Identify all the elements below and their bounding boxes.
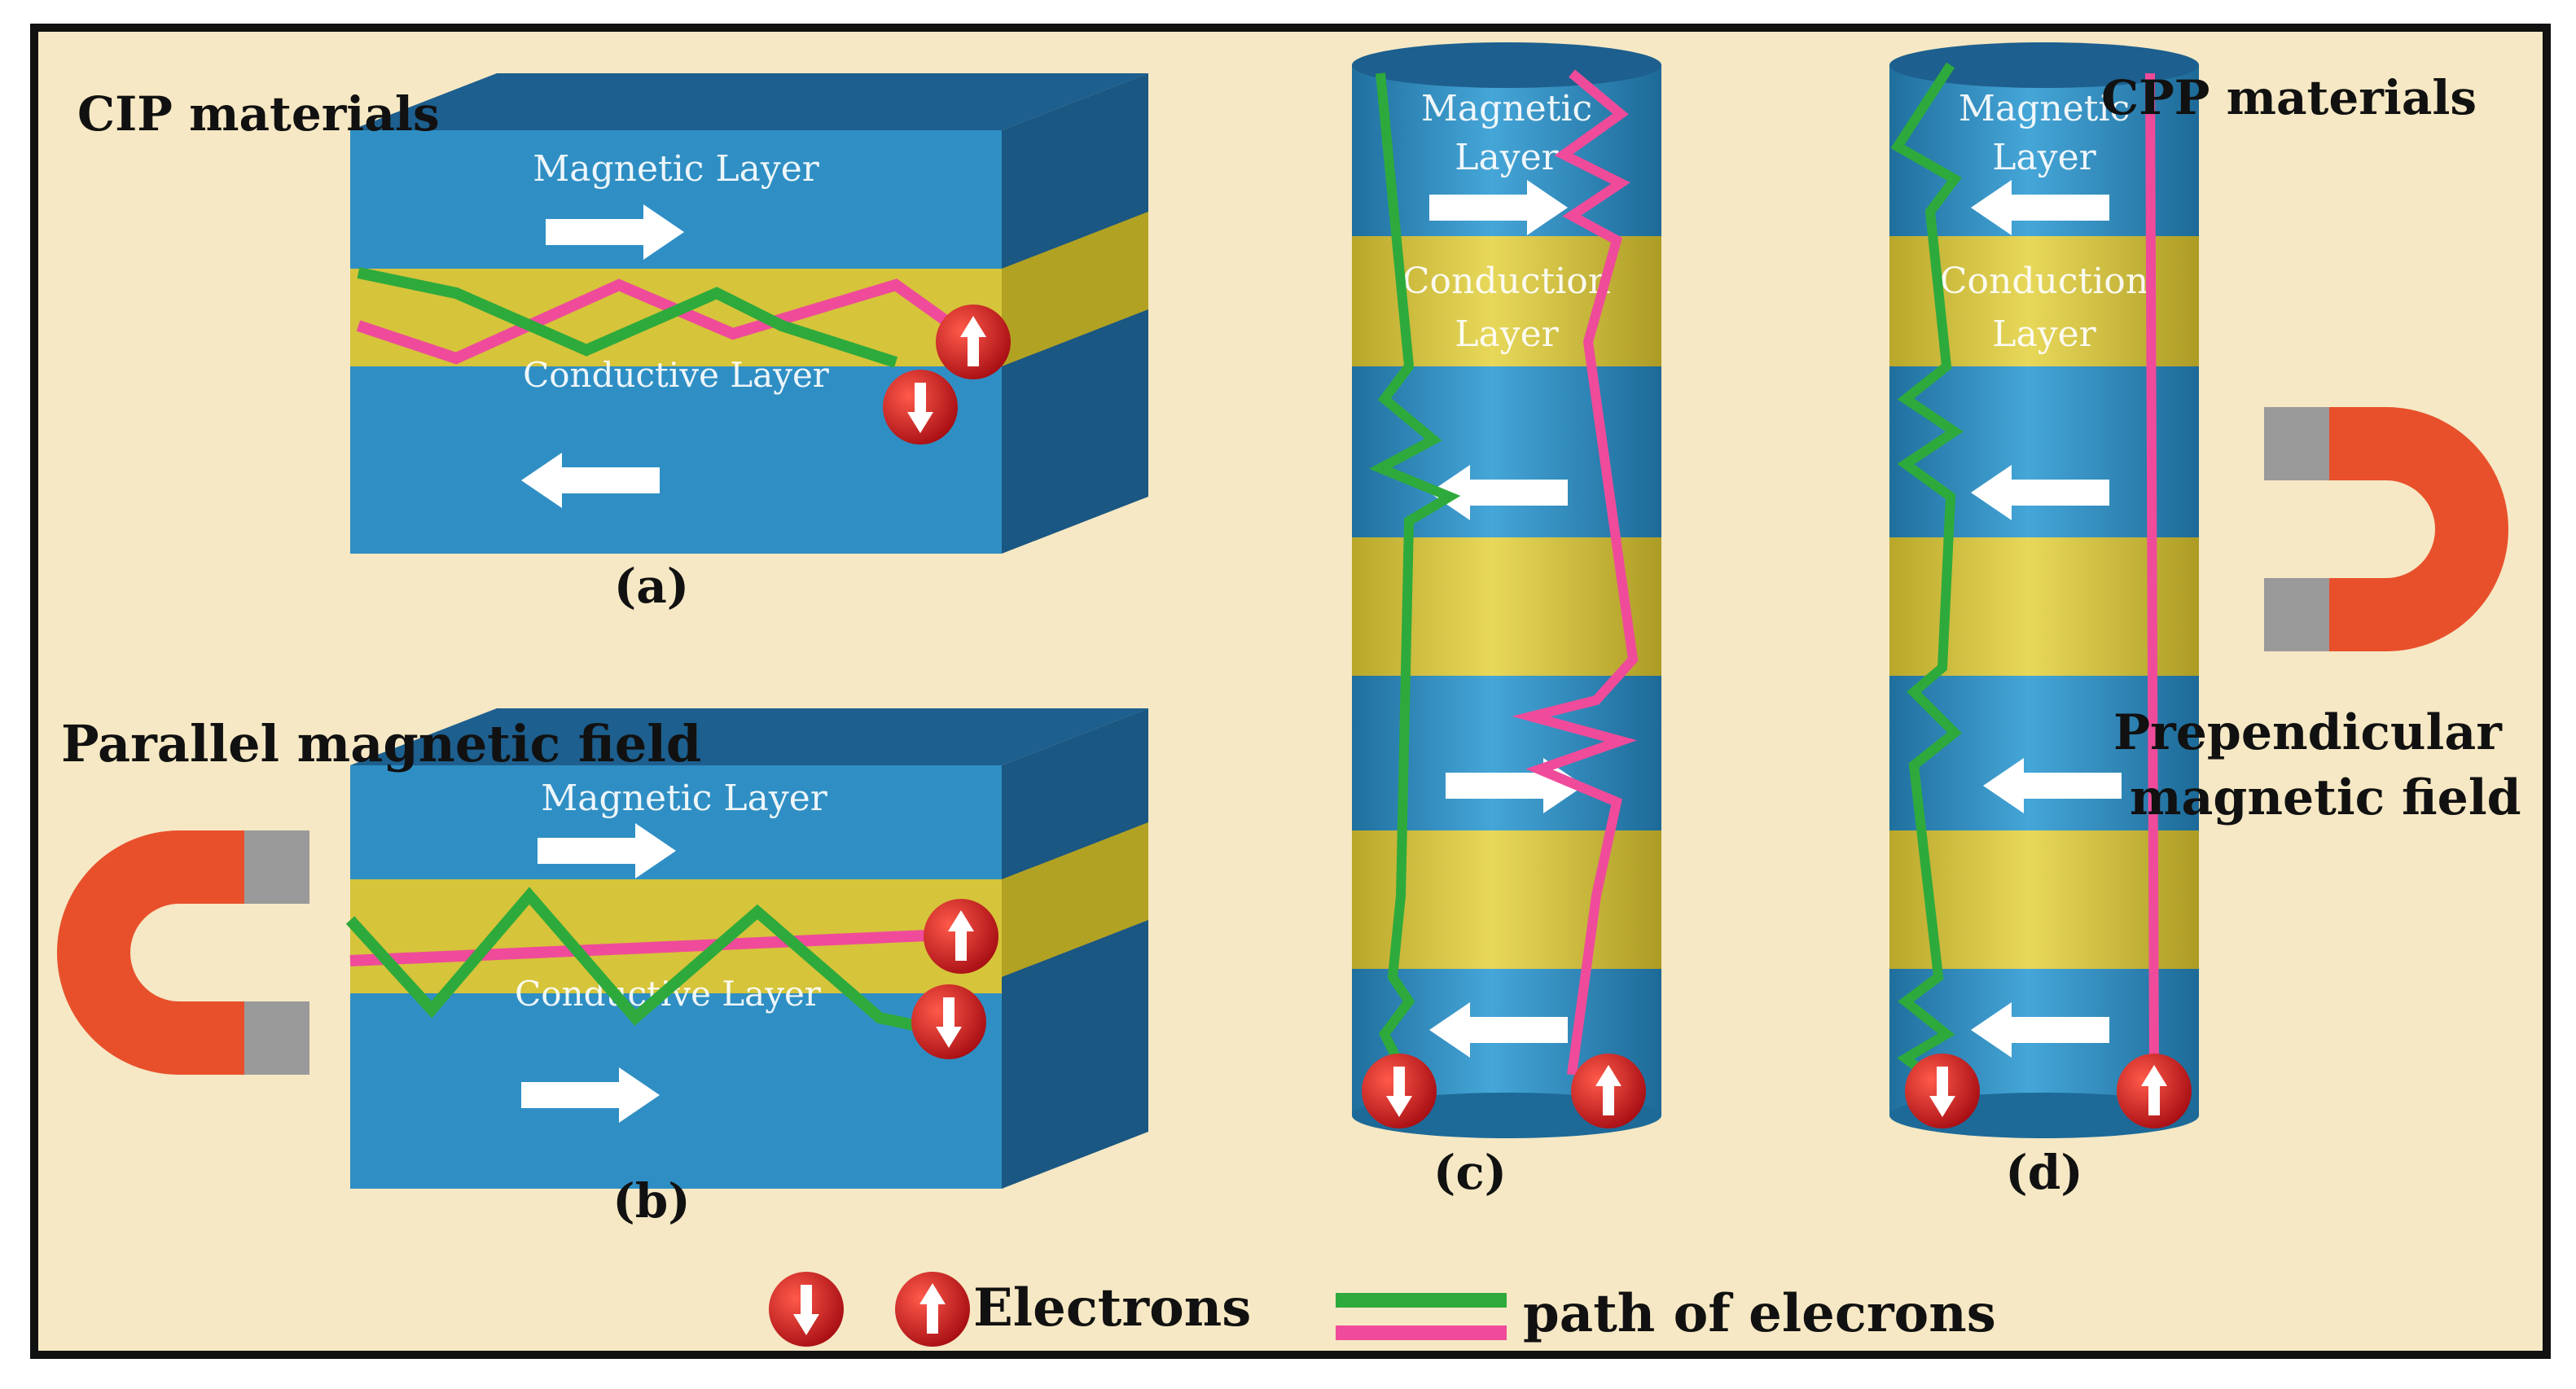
panel-d-electron-up-icon <box>2117 1054 2192 1128</box>
magnet-left-icon <box>57 830 309 1075</box>
panel-d-path-pink <box>2145 72 2159 1076</box>
panel-d-middle-label-line1: Conduction <box>1940 261 2148 302</box>
legend-electron-down-icon <box>769 1272 844 1347</box>
panel-a-path-pink <box>356 278 957 365</box>
panel-c-cylinder-top <box>1352 42 1661 88</box>
panel-c-top-label-line1: Magnetic <box>1421 88 1592 129</box>
panel-c-middle-label-line1: Conduction <box>1402 261 1611 302</box>
panel-b-electron-down-icon <box>911 984 986 1059</box>
panel-a: Magnetic Layer Conductive Layer (a) <box>350 73 1148 614</box>
panel-d-cylinder-top <box>1889 42 2199 88</box>
legend-green-line <box>1336 1293 1507 1308</box>
legend-electron-up-icon <box>895 1272 970 1347</box>
cip-title: CIP materials <box>77 86 440 142</box>
panel-a-path-green <box>357 267 898 368</box>
legend-pink-line <box>1336 1325 1507 1340</box>
panel-a-top-face <box>350 73 1148 130</box>
panel-d-electron-down-icon <box>1905 1054 1980 1128</box>
panel-d-top-label-line1: Magnetic <box>1959 88 2130 129</box>
panel-c: Magnetic Layer Conduction Layer (c) <box>1352 42 1661 1200</box>
panel-c-middle-label-line2: Layer <box>1455 313 1559 355</box>
panel-d-path-green <box>1890 62 1964 1087</box>
panel-d: Magnetic Layer Conduction Layer (d) <box>1889 42 2199 1200</box>
panel-a-middle-layer-label: Conductive Layer <box>523 355 830 395</box>
panel-d-conduction-layer-3 <box>1889 830 2199 969</box>
panel-b-top-face <box>350 708 1148 765</box>
magnet-right-icon <box>2264 407 2508 651</box>
panel-c-top-label-line2: Layer <box>1455 137 1559 178</box>
panel-a-electron-down-icon <box>883 370 958 445</box>
panel-d-caption: (d) <box>2005 1145 2082 1200</box>
panel-d-middle-label-line2: Layer <box>1992 313 2096 355</box>
panel-a-top-layer-label: Magnetic Layer <box>533 148 820 190</box>
panel-b-electron-up-icon <box>924 899 998 974</box>
panel-b: Magnetic Layer Conductive Layer (b) <box>345 708 1148 1229</box>
panel-b-top-layer-label: Magnetic Layer <box>541 778 828 819</box>
panel-b-path-green <box>345 887 938 1036</box>
panel-b-path-pink <box>349 929 946 966</box>
perpendicular-field-label-line2: magnetic field <box>2130 769 2521 826</box>
cpp-title: CPP materials <box>2101 70 2477 125</box>
panel-d-top-label-line2: Layer <box>1992 137 2096 178</box>
panel-c-electron-up-icon <box>1571 1054 1646 1128</box>
panel-a-caption: (a) <box>614 559 689 614</box>
panel-a-electron-up-icon <box>936 305 1011 379</box>
panel-b-caption: (b) <box>612 1173 690 1229</box>
panel-c-path-pink <box>1512 69 1639 1076</box>
perpendicular-field-label-line1: Prependicular <box>2113 704 2503 761</box>
panel-c-caption: (c) <box>1433 1145 1507 1200</box>
panel-c-electron-down-icon <box>1362 1054 1437 1128</box>
panel-b-magnetic-layer-top <box>350 765 1002 879</box>
parallel-field-label: Parallel magnetic field <box>61 714 701 773</box>
legend-path-label: path of elecrons <box>1523 1283 1996 1344</box>
legend: Electrons path of elecrons <box>769 1272 1996 1347</box>
panel-c-path-green <box>1368 72 1461 1085</box>
legend-electrons-label: Electrons <box>973 1277 1251 1339</box>
panel-a-magnetic-layer-top <box>350 130 1002 269</box>
